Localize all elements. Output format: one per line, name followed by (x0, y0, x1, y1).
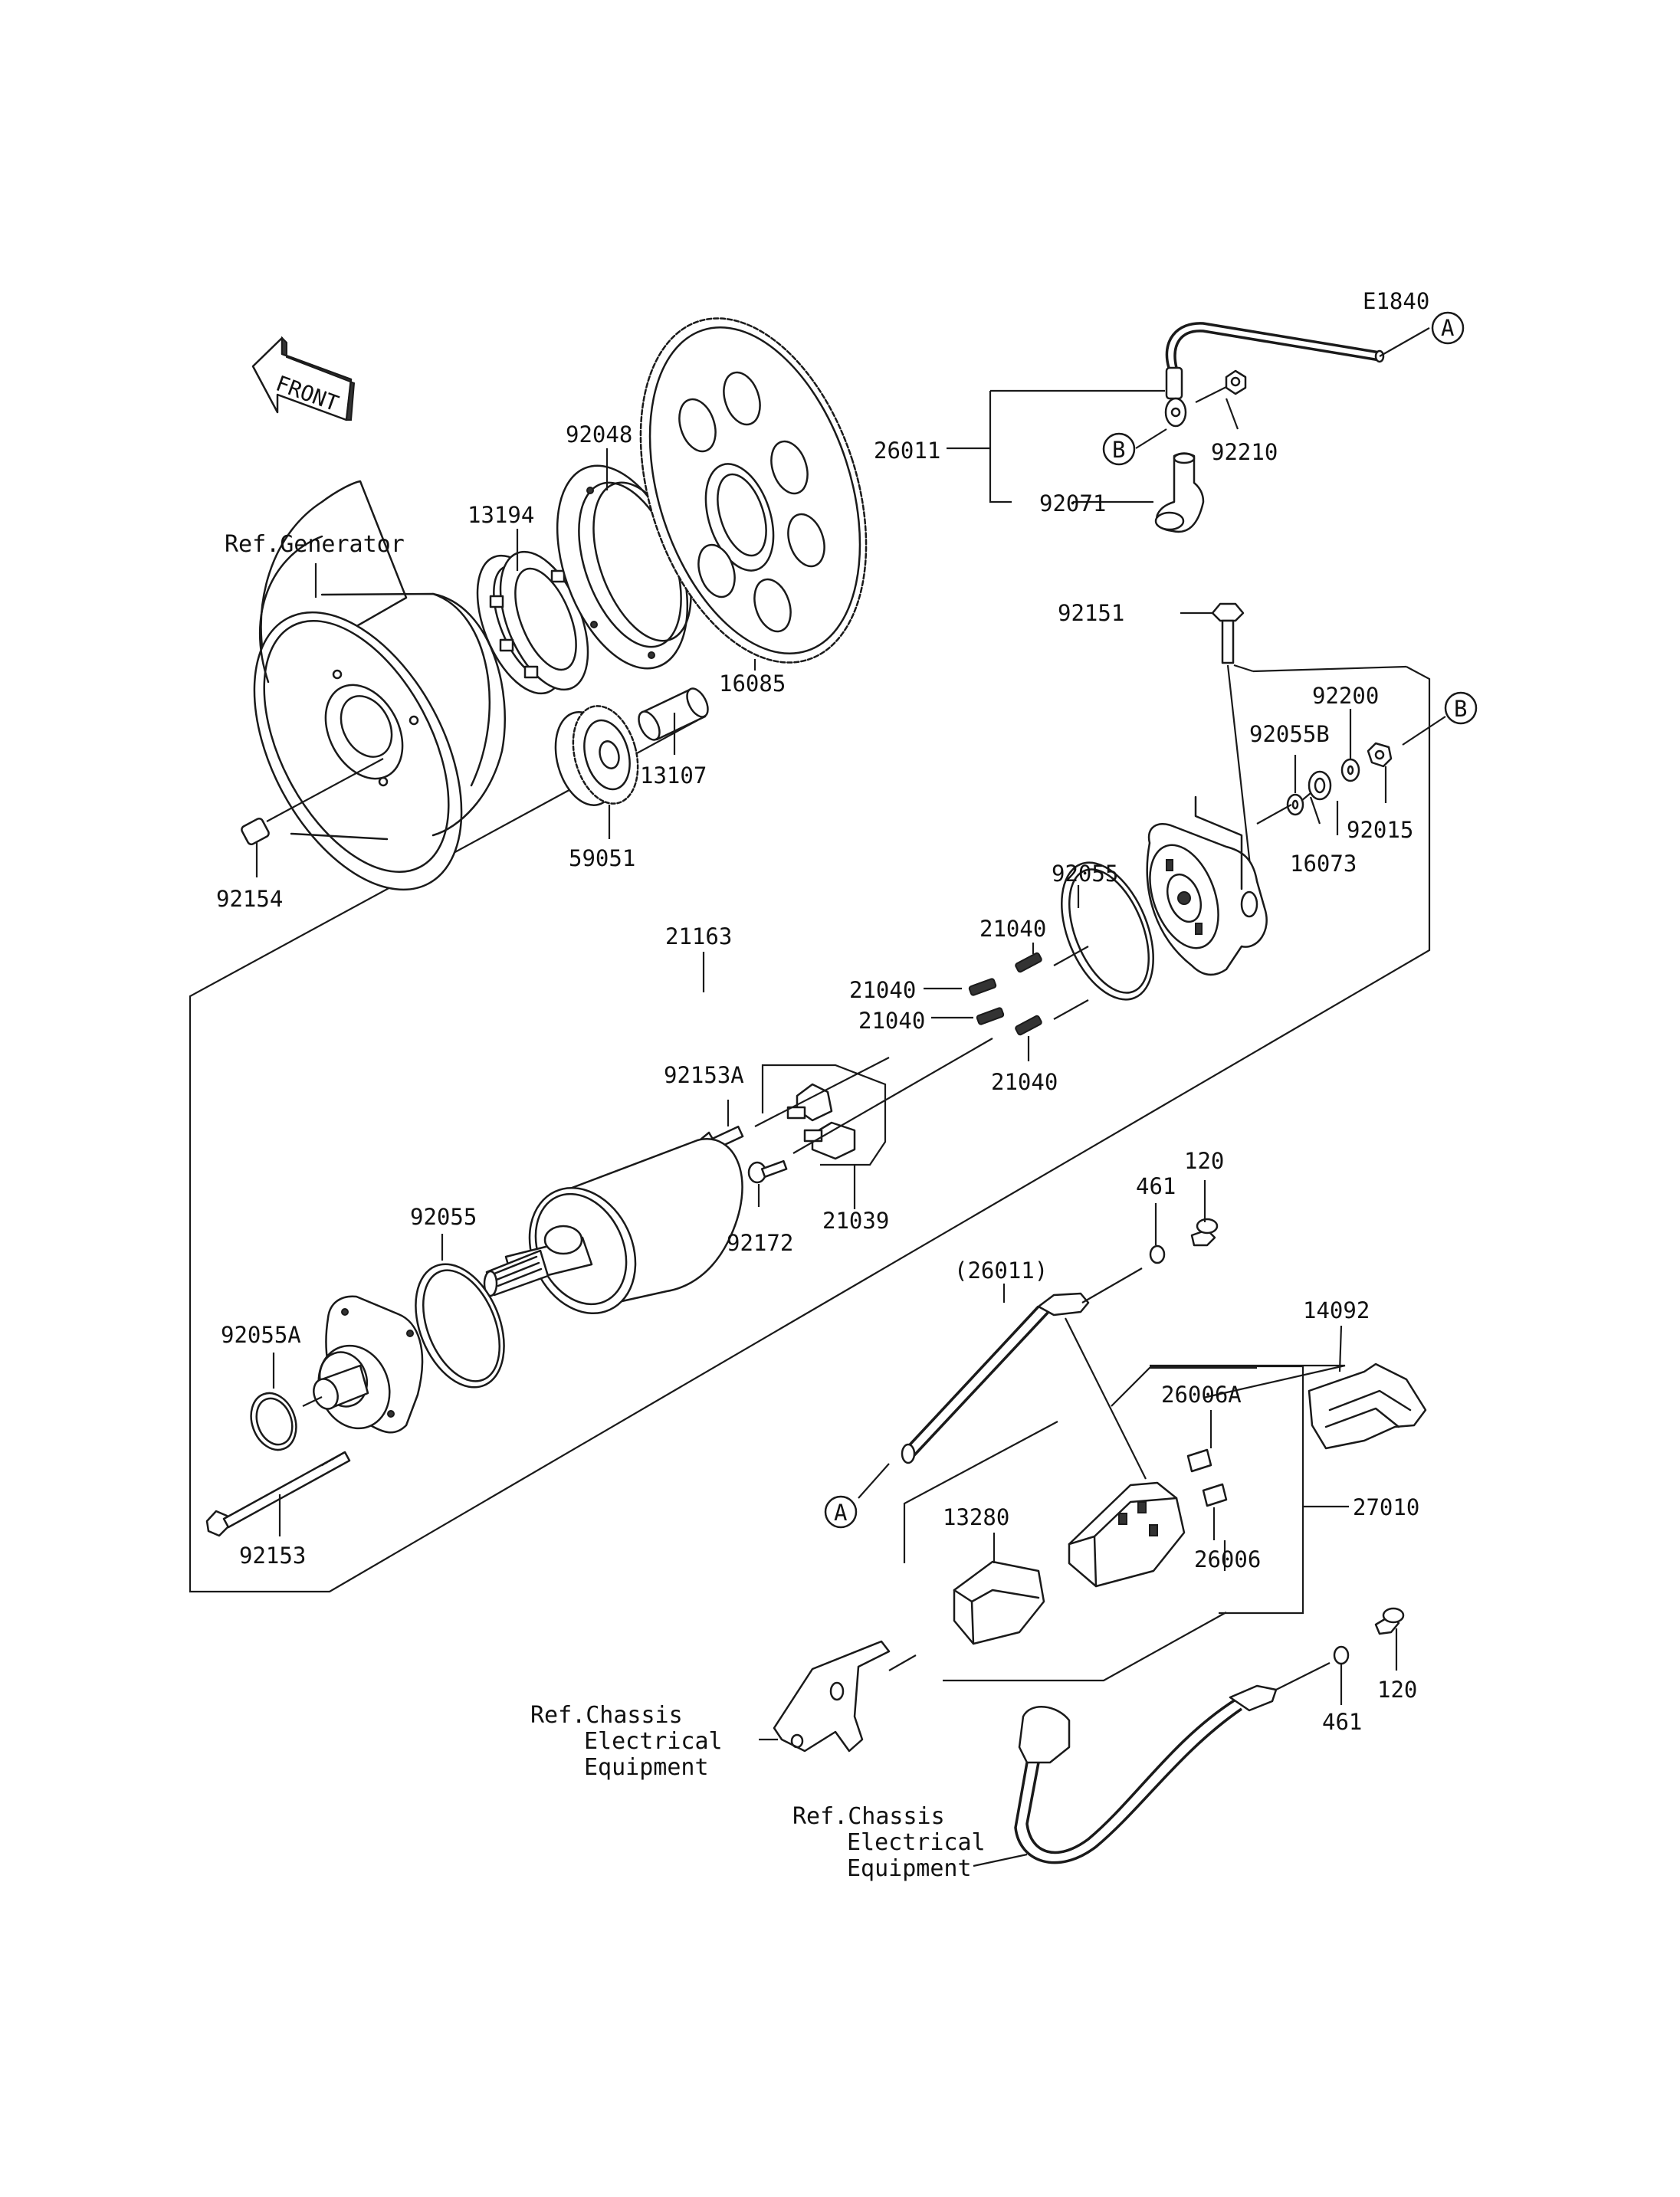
label-ref-chassis-1-line1: Ref.Chassis (530, 1702, 683, 1729)
marker-a-top-label: A (1441, 315, 1454, 341)
label-ref-chassis-2-line2: Electrical (847, 1829, 986, 1856)
label-92151: 92151 (1058, 600, 1124, 626)
label-21040-c: 21040 (858, 1008, 925, 1034)
label-26006: 26006 (1194, 1546, 1261, 1572)
label-ref-chassis-1-line3: Equipment (584, 1754, 709, 1781)
label-461-bottom: 461 (1322, 1709, 1362, 1735)
label-120-bottom: 120 (1377, 1677, 1417, 1703)
marker-b-cable-label: B (1112, 437, 1125, 463)
front-arrow-icon: FRONT (251, 336, 356, 421)
diagram-code: E1840 (1363, 288, 1429, 314)
label-21040-a: 21040 (979, 916, 1046, 942)
bolt-92151 (1180, 602, 1258, 928)
relay-cover-14092 (1308, 1325, 1427, 1450)
long-bolt-92153 (205, 1451, 351, 1537)
marker-b-cable: B (1102, 432, 1136, 466)
cap-92071 (1154, 452, 1205, 533)
label-92015: 92015 (1347, 817, 1413, 843)
bolt-120-bottom (1374, 1607, 1405, 1671)
motor-yoke (528, 1138, 743, 1315)
label-26011: 26011 (874, 438, 940, 464)
screw-92172 (747, 1159, 788, 1207)
bolt-92154 (241, 758, 384, 846)
o-ring-92055A (250, 1353, 323, 1451)
nut-92210 (1225, 369, 1247, 395)
label-92153: 92153 (239, 1543, 306, 1569)
nut-16073 (1308, 770, 1332, 801)
end-cover-rear (1146, 795, 1268, 976)
one-way-clutch-13194 (476, 550, 589, 695)
bolt-120-top (1190, 1180, 1219, 1247)
washer-461-top (1149, 1203, 1166, 1264)
label-92153A: 92153A (664, 1062, 744, 1088)
bracket-26011 (947, 389, 1165, 503)
module-13280 (953, 1533, 1045, 1645)
battery-cable-lower (858, 1267, 1147, 1499)
o-ring-92055-mid (415, 1234, 505, 1389)
label-ref-chassis-1-line2: Electrical (584, 1728, 723, 1755)
label-92154: 92154 (216, 886, 283, 912)
label-14092: 14092 (1303, 1297, 1370, 1323)
label-ref-chassis-2-line1: Ref.Chassis (792, 1803, 945, 1830)
starter-assembly-frame (189, 664, 1431, 1593)
label-16073: 16073 (1290, 851, 1357, 877)
starter-cable (973, 1662, 1331, 1867)
washer-461-bottom (1333, 1645, 1350, 1705)
washer-92055B (1286, 793, 1304, 816)
nut-92015 (1367, 742, 1393, 768)
label-13107: 13107 (640, 762, 707, 789)
marker-a-lower: A (824, 1495, 858, 1529)
label-ref-chassis-2-line3: Equipment (847, 1855, 972, 1882)
starter-relay (1068, 1481, 1186, 1588)
battery-cable-top (1164, 322, 1430, 428)
label-120-top: 120 (1184, 1148, 1224, 1174)
label-461-top: 461 (1136, 1173, 1176, 1199)
label-59051: 59051 (569, 845, 635, 871)
relay-assembly-frame (903, 1364, 1346, 1682)
label-92048: 92048 (566, 421, 632, 448)
marker-a-top: A (1431, 311, 1465, 345)
fuse-26006 (1202, 1483, 1228, 1540)
label-16085: 16085 (719, 671, 786, 697)
marker-a-lower-label: A (834, 1500, 847, 1526)
fuse-26006A (1186, 1410, 1212, 1473)
label-21163: 21163 (665, 923, 732, 949)
brush-springs-21040 (968, 952, 1042, 1036)
label-13280: 13280 (943, 1504, 1009, 1530)
label-92071: 92071 (1039, 490, 1106, 516)
label-21039: 21039 (822, 1208, 889, 1234)
shaft-13107 (638, 687, 709, 741)
end-cover-front (313, 1295, 424, 1434)
washer-92200 (1340, 758, 1360, 782)
idle-gear-59051 (554, 705, 639, 806)
label-26011-paren: (26011) (954, 1258, 1048, 1284)
label-26006A: 26006A (1161, 1382, 1242, 1408)
brush-holder-21039 (761, 1064, 887, 1209)
label-92200: 92200 (1312, 683, 1379, 709)
generator-rotor (253, 480, 506, 891)
label-92055B: 92055B (1249, 721, 1330, 747)
starter-gear-16085 (639, 317, 868, 664)
label-21040-b: 21040 (849, 977, 916, 1003)
label-92055-top: 92055 (1052, 861, 1118, 887)
label-92210: 92210 (1211, 439, 1278, 465)
o-ring-92055-top (1061, 861, 1154, 1001)
armature-shaft (483, 1225, 593, 1297)
label-27010: 27010 (1353, 1494, 1419, 1520)
label-92055-mid: 92055 (410, 1204, 477, 1230)
label-92172: 92172 (727, 1230, 793, 1256)
mounting-bracket (759, 1640, 917, 1753)
label-92055A: 92055A (221, 1322, 301, 1348)
label-21040-d: 21040 (991, 1069, 1058, 1095)
label-13194: 13194 (468, 502, 534, 528)
marker-b-right: B (1444, 691, 1478, 725)
marker-b-right-label: B (1454, 696, 1467, 722)
label-ref-generator: Ref.Generator (225, 531, 405, 558)
